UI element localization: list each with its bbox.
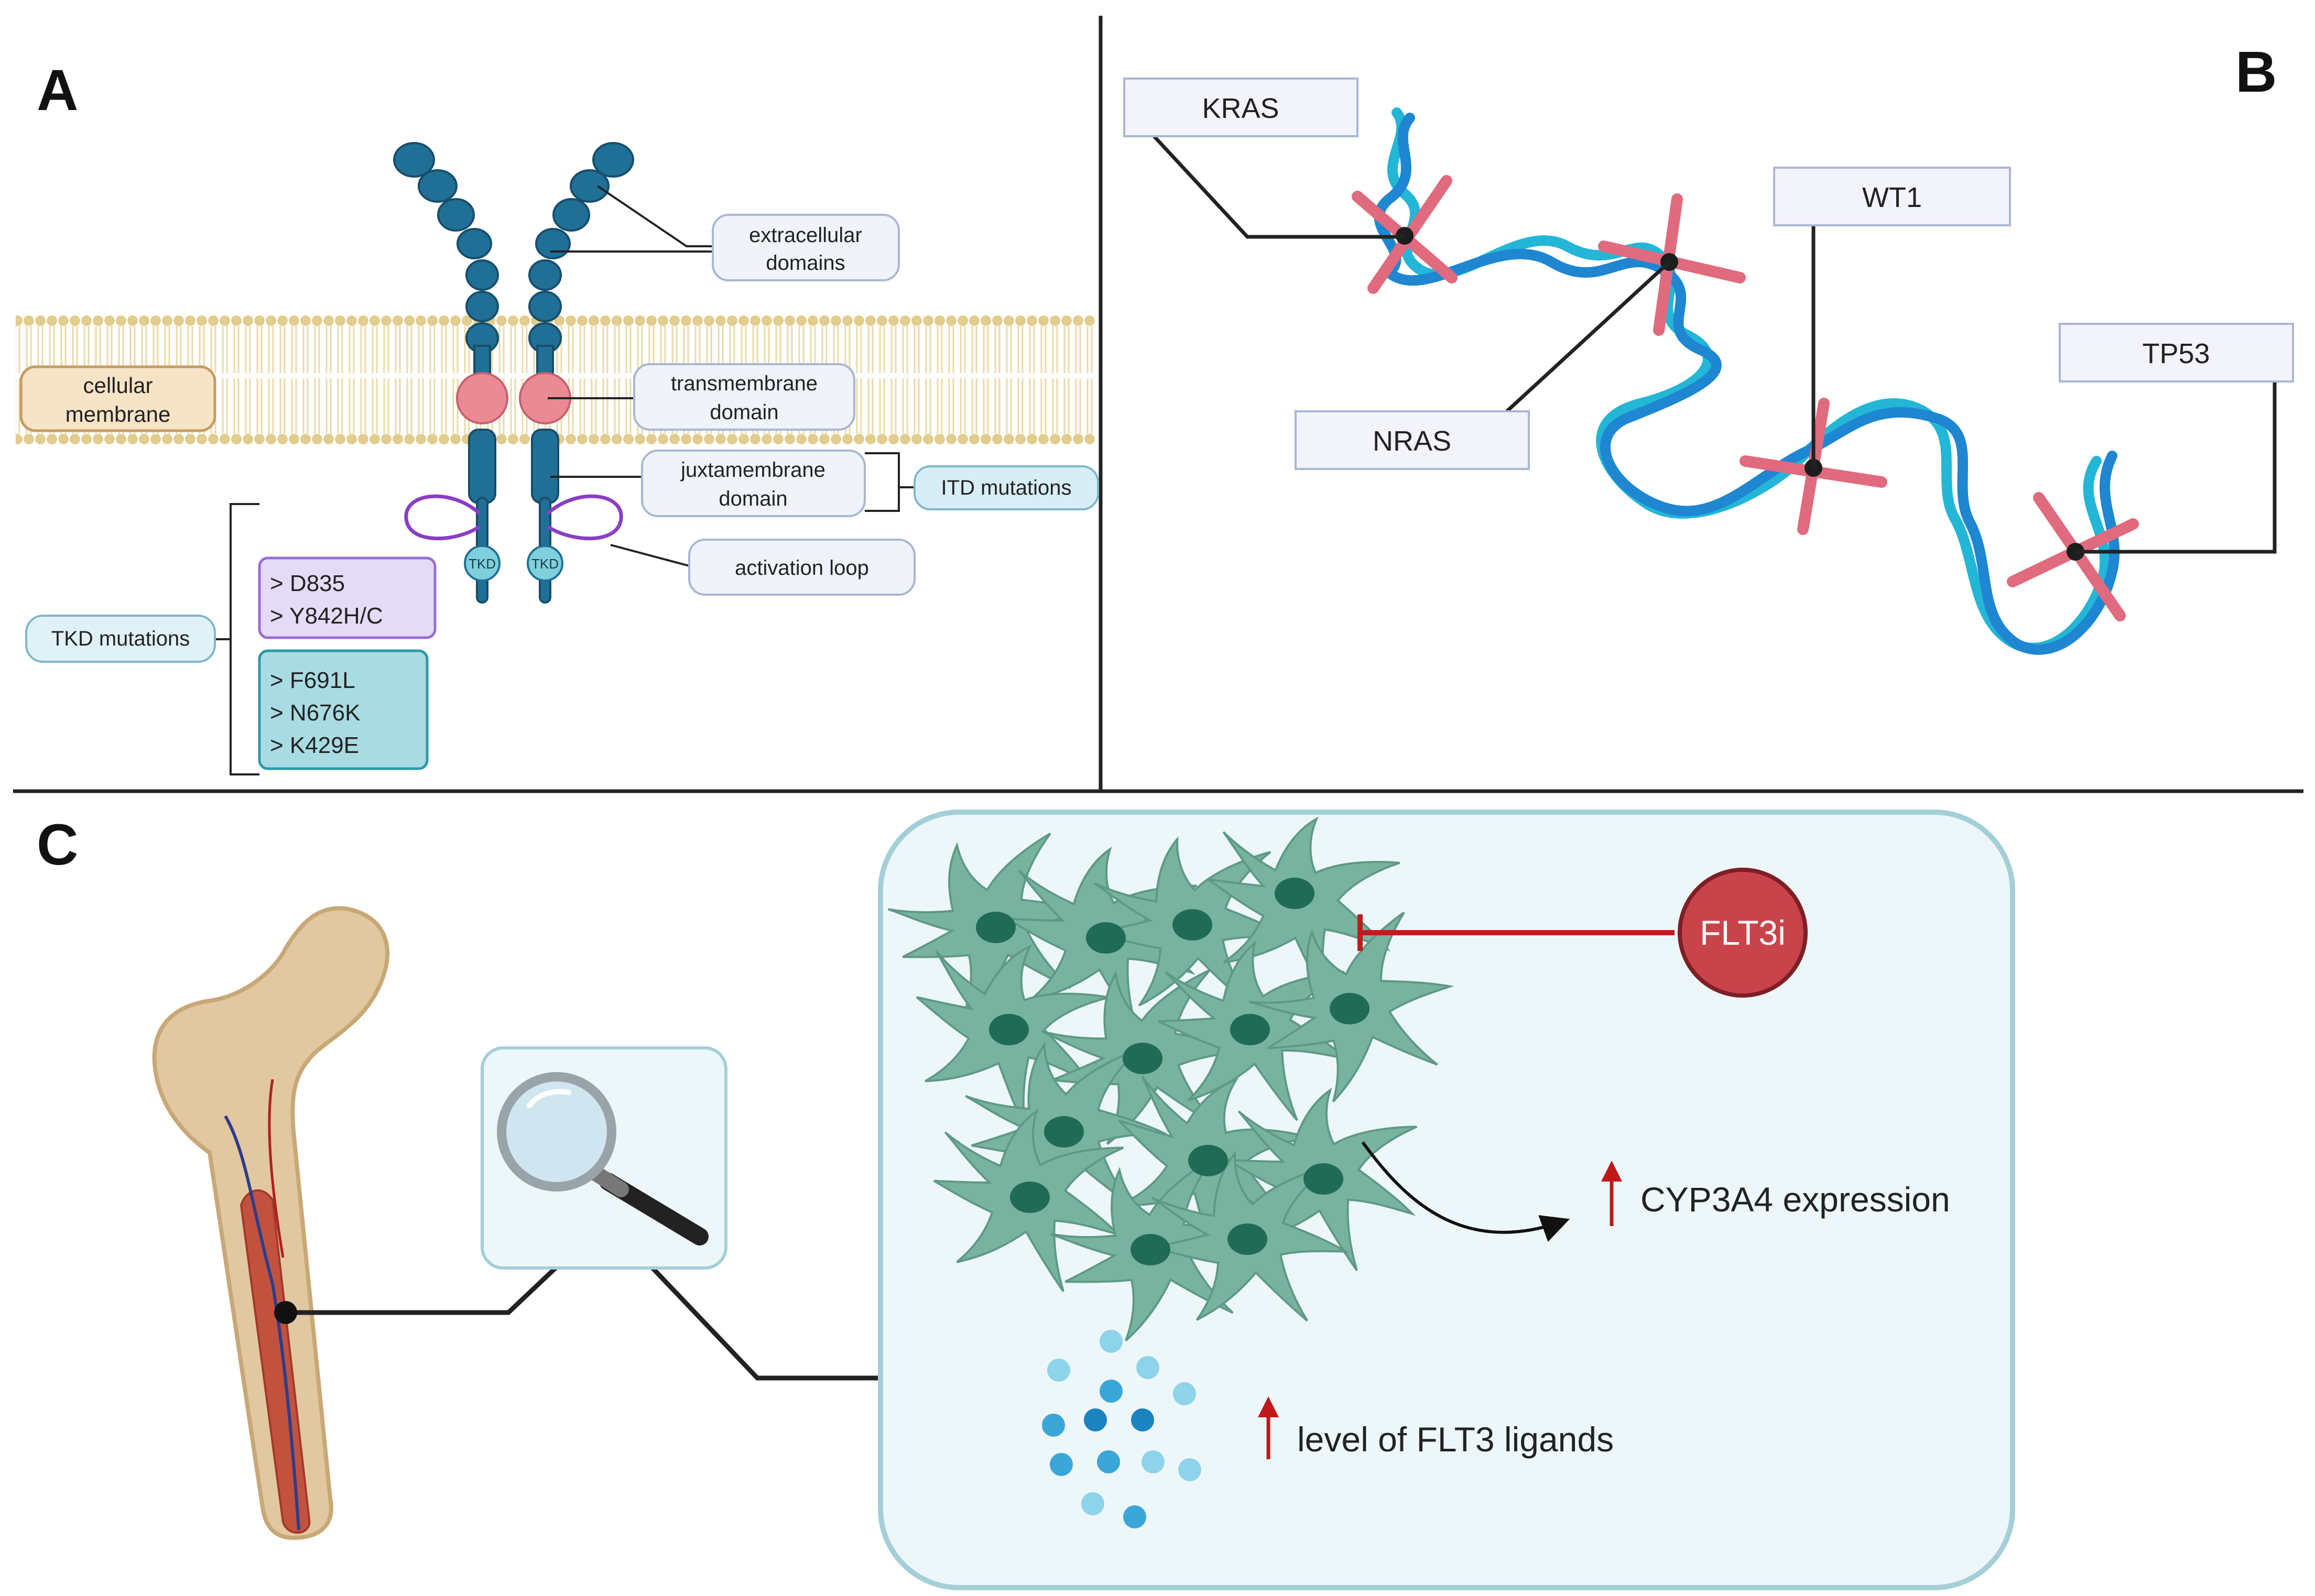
bone-marrow-point xyxy=(274,1301,297,1324)
itd-mutations-box xyxy=(914,465,1099,510)
activation-loop-label: activation loop xyxy=(735,556,869,580)
itd-mutations-label: ITD mutations xyxy=(941,476,1072,499)
panel-c-letter: C xyxy=(37,813,78,877)
juxtamembrane-label-line-2: domain xyxy=(719,487,787,510)
transmembrane-label-line-2: domain xyxy=(710,401,778,424)
cyp3a4-label: CYP3A4 expression xyxy=(1640,1180,1950,1219)
mutation-y842: > Y842H/C xyxy=(270,603,383,629)
arrow-up-icon xyxy=(1601,1161,1622,1226)
transmembrane-domain-left xyxy=(456,372,508,424)
juxtamembrane-label-line-1: juxtamembrane xyxy=(680,458,825,482)
mutation-group-2-box xyxy=(258,649,429,770)
flt3i-label: FLT3i xyxy=(1700,913,1786,952)
gene-label-kras: KRAS xyxy=(1202,93,1279,124)
tkd-left-label: TKD xyxy=(469,556,496,572)
gene-box-wt1 xyxy=(1773,167,2011,226)
panel-b-letter: B xyxy=(2235,40,2277,104)
gene-label-tp53: TP53 xyxy=(2142,338,2210,369)
extracellular-label-line-1: extracellular xyxy=(749,224,862,247)
flt3-inhibition-line xyxy=(1357,914,1675,951)
gene-box-tp53 xyxy=(2059,323,2294,382)
activation-loop-label-box xyxy=(688,539,916,596)
mutation-n676k: > N676K xyxy=(270,700,360,726)
activation-loop-left xyxy=(404,494,481,540)
tkd-right xyxy=(527,545,563,582)
membrane-label-box xyxy=(19,365,216,432)
callout-lines-a xyxy=(215,185,915,775)
tkd-right-label: TKD xyxy=(531,556,559,572)
mutation-d835: > D835 xyxy=(270,571,345,596)
juxtamembrane-label-box xyxy=(641,450,866,517)
mutation-f691l: > F691L xyxy=(270,668,355,693)
mutation-group-1-box xyxy=(258,556,437,639)
gene-box-nras xyxy=(1295,410,1530,470)
femur-icon xyxy=(152,906,390,1540)
cyp-curved-arrow xyxy=(1361,1141,1570,1242)
panel-a-letter: A xyxy=(37,58,78,123)
magnifier-icon xyxy=(497,1072,709,1245)
tkd-mutations-box xyxy=(25,615,216,663)
membrane-label-line-2: membrane xyxy=(66,402,171,427)
panel-a: A cellular membrane TKD xyxy=(16,58,1099,775)
mutation-k429e: > K429E xyxy=(270,733,359,758)
panel-c: C xyxy=(37,794,2015,1590)
cell-nuclei xyxy=(976,878,1370,1265)
flt3-receptor-right xyxy=(528,142,634,604)
gene-label-nras: NRAS xyxy=(1373,425,1451,457)
callout-lines-b xyxy=(1151,134,2277,554)
mutation-marker-tp53 xyxy=(2007,492,2139,621)
arrow-up-icon xyxy=(1258,1396,1279,1459)
activation-loop-right xyxy=(546,494,623,540)
panel-b: B xyxy=(1123,40,2294,655)
flt3-ligand-dots xyxy=(1042,1330,1201,1528)
tkd-mutations-label: TKD mutations xyxy=(51,627,190,650)
transmembrane-label-line-1: transmembrane xyxy=(671,372,818,395)
extracellular-label-box xyxy=(712,214,900,281)
gene-box-kras xyxy=(1123,78,1358,137)
dna-strand-dark xyxy=(1374,113,2120,655)
gene-label-wt1: WT1 xyxy=(1862,182,1922,213)
flt3i-circle xyxy=(1678,868,1808,998)
callout-lines-c xyxy=(286,1266,881,1381)
extracellular-label-line-2: domains xyxy=(766,252,845,275)
membrane-label-line-1: cellular xyxy=(83,373,153,398)
flt3-ligand-label: level of FLT3 ligands xyxy=(1297,1420,1614,1459)
transmembrane-label-box xyxy=(633,363,855,431)
tkd-left xyxy=(464,545,501,582)
